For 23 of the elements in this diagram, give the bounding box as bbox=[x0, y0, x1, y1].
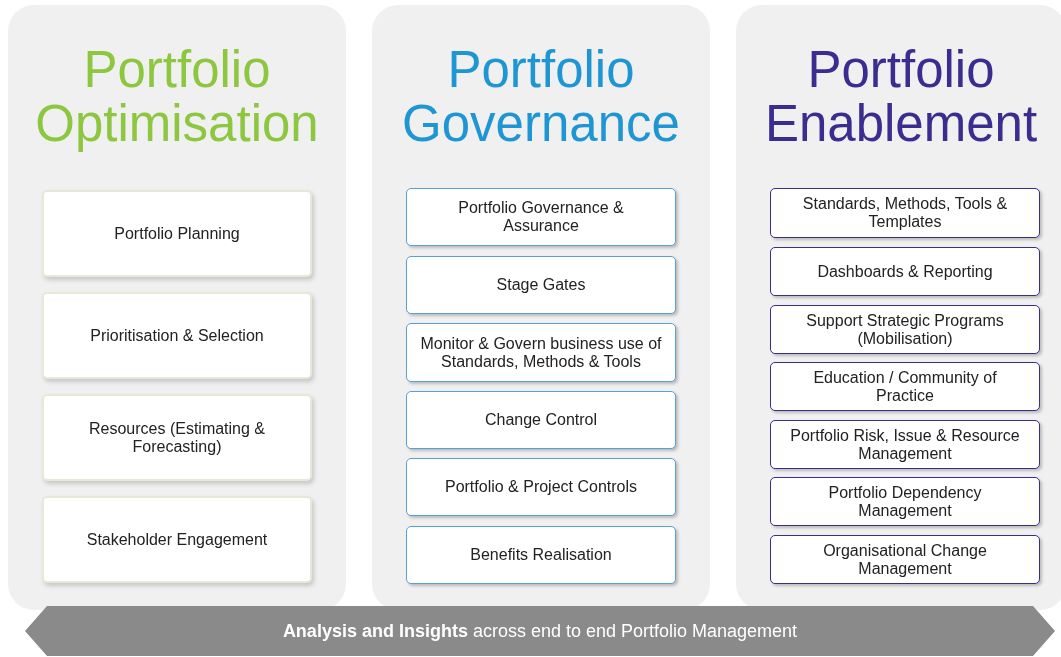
banner-text: Analysis and Insights across end to end Portfolio Management bbox=[282, 620, 798, 642]
process-box: Portfolio Risk, Issue & Resource Management bbox=[770, 420, 1040, 469]
process-box: Portfolio Planning bbox=[42, 190, 312, 277]
process-box: Stakeholder Engagement bbox=[42, 496, 312, 583]
process-box: Prioritisation & Selection bbox=[42, 292, 312, 379]
process-box: Portfolio Dependency Management bbox=[770, 477, 1040, 526]
process-box: Stage Gates bbox=[406, 256, 676, 314]
process-box: Change Control bbox=[406, 391, 676, 449]
column-panel bbox=[8, 5, 346, 610]
process-box: Organisational Change Management bbox=[770, 535, 1040, 584]
process-box: Support Strategic Programs (Mobilisation) bbox=[770, 305, 1040, 354]
column-title: Portfolio Optimisation bbox=[34, 43, 320, 151]
process-box: Education / Community of Practice bbox=[770, 362, 1040, 411]
process-box: Benefits Realisation bbox=[406, 526, 676, 584]
process-box: Dashboards & Reporting bbox=[770, 247, 1040, 296]
column-title: Portfolio Enablement bbox=[763, 43, 1039, 151]
column-panel bbox=[736, 5, 1061, 610]
process-box: Resources (Estimating & Forecasting) bbox=[42, 394, 312, 481]
process-box: Monitor & Govern business use of Standards, Methods & Tools bbox=[406, 323, 676, 382]
process-box: Portfolio Governance & Assurance bbox=[406, 188, 676, 246]
column-title: Portfolio Governance bbox=[401, 43, 681, 151]
process-box: Portfolio & Project Controls bbox=[406, 458, 676, 516]
process-box: Standards, Methods, Tools & Templates bbox=[770, 188, 1040, 238]
